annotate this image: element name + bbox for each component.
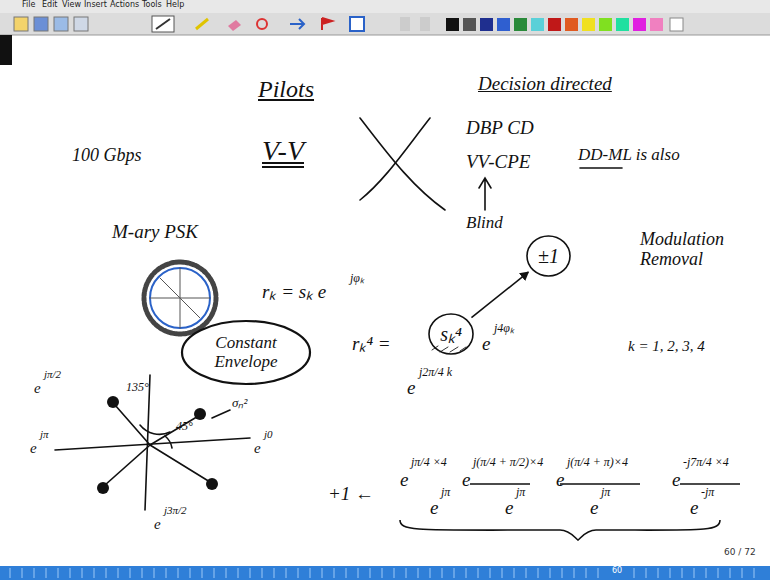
- equation: e: [672, 470, 680, 491]
- toolbar: [0, 13, 770, 35]
- circled-term: sₖ⁴: [427, 312, 475, 356]
- underline: [470, 483, 740, 484]
- equation: e: [462, 470, 470, 491]
- heading: M-ary PSK: [112, 222, 198, 243]
- angle: 135°: [126, 381, 149, 394]
- exponent: -jπ: [701, 486, 714, 499]
- node-text: sₖ⁴: [440, 323, 462, 345]
- underline: [580, 167, 622, 169]
- menu-item: Help: [166, 1, 184, 10]
- exponent: j(π/4 + π)×4: [567, 456, 628, 469]
- equation: e: [690, 498, 698, 519]
- note: 100 Gbps: [72, 146, 142, 166]
- exponent: jπ/4 ×4: [411, 456, 447, 469]
- heading: V-V: [262, 136, 304, 167]
- cross-stroke: [360, 118, 445, 210]
- circled-result: ±1: [525, 234, 572, 278]
- equation: e: [482, 334, 490, 355]
- heading: Pilots: [258, 76, 314, 102]
- heading: Decision directed: [478, 74, 612, 95]
- method: VV-CPE: [466, 152, 530, 173]
- note: DD-ML is also: [578, 146, 680, 165]
- equation: +1 ←: [328, 484, 374, 505]
- exponent: j(π/4 + π/2)×4: [473, 456, 543, 469]
- equation: e: [407, 378, 415, 399]
- constellation-points: [97, 396, 218, 494]
- menu-bar: [0, 0, 770, 13]
- phasor-label: e: [30, 440, 37, 457]
- equation: rₖ⁴ =: [352, 334, 391, 355]
- phasor-label: e: [254, 440, 261, 457]
- equation: e: [505, 498, 513, 519]
- page-ticks: [10, 568, 754, 578]
- node-text: ±1: [538, 245, 559, 267]
- phasor-label: e: [34, 380, 41, 397]
- noise-variance: σₙ²: [232, 396, 247, 410]
- menu-item: Edit: [42, 1, 58, 10]
- equation: e: [430, 498, 438, 519]
- exponent: jπ/2: [44, 368, 61, 380]
- cross-stroke: [360, 118, 430, 200]
- exponent: jπ: [601, 486, 610, 499]
- exponent: jπ: [516, 486, 525, 499]
- tool-icons: [14, 16, 683, 32]
- page-number: 60 / 72: [724, 548, 756, 558]
- equation: e: [400, 470, 408, 491]
- exponent: j3π/2: [164, 504, 187, 516]
- equation: e: [590, 498, 598, 519]
- circled-note: Constant Envelope: [180, 319, 312, 386]
- phasor-label: e: [154, 516, 161, 533]
- pointer-arrow: [479, 178, 491, 210]
- node-text: Constant Envelope: [206, 334, 286, 371]
- equation: e: [556, 470, 564, 491]
- page-corner: [0, 35, 12, 65]
- equation: rₖ = sₖ e: [262, 282, 326, 303]
- note: k = 1, 2, 3, 4: [628, 338, 705, 355]
- exponent: j4φₖ: [494, 322, 514, 335]
- menu-item: File: [22, 1, 35, 10]
- page-bar: [0, 566, 770, 580]
- arrow-connector: [471, 272, 528, 317]
- exponent: j0: [264, 428, 273, 440]
- menu-item: Insert: [84, 1, 107, 10]
- exponent: jπ: [40, 428, 49, 440]
- menu-item: Tools: [142, 1, 162, 10]
- note: Modulation Removal: [640, 230, 750, 270]
- exponent: jπ: [441, 486, 450, 499]
- constellation-axes: [55, 375, 250, 510]
- exponent: -j7π/4 ×4: [683, 456, 729, 469]
- curly-brace: [400, 520, 720, 540]
- exponent: jφₖ: [350, 272, 364, 285]
- angle: 45°: [176, 420, 193, 433]
- note: Blind: [466, 214, 503, 233]
- psk-circle-sketch: [144, 262, 216, 334]
- exponent: j2π/4 k: [419, 366, 452, 379]
- page-number: 60: [612, 567, 622, 576]
- toolbar-edge: [0, 35, 770, 36]
- menu-item: Actions: [110, 1, 139, 10]
- menu-item: View: [62, 1, 81, 10]
- method: DBP CD: [466, 118, 534, 139]
